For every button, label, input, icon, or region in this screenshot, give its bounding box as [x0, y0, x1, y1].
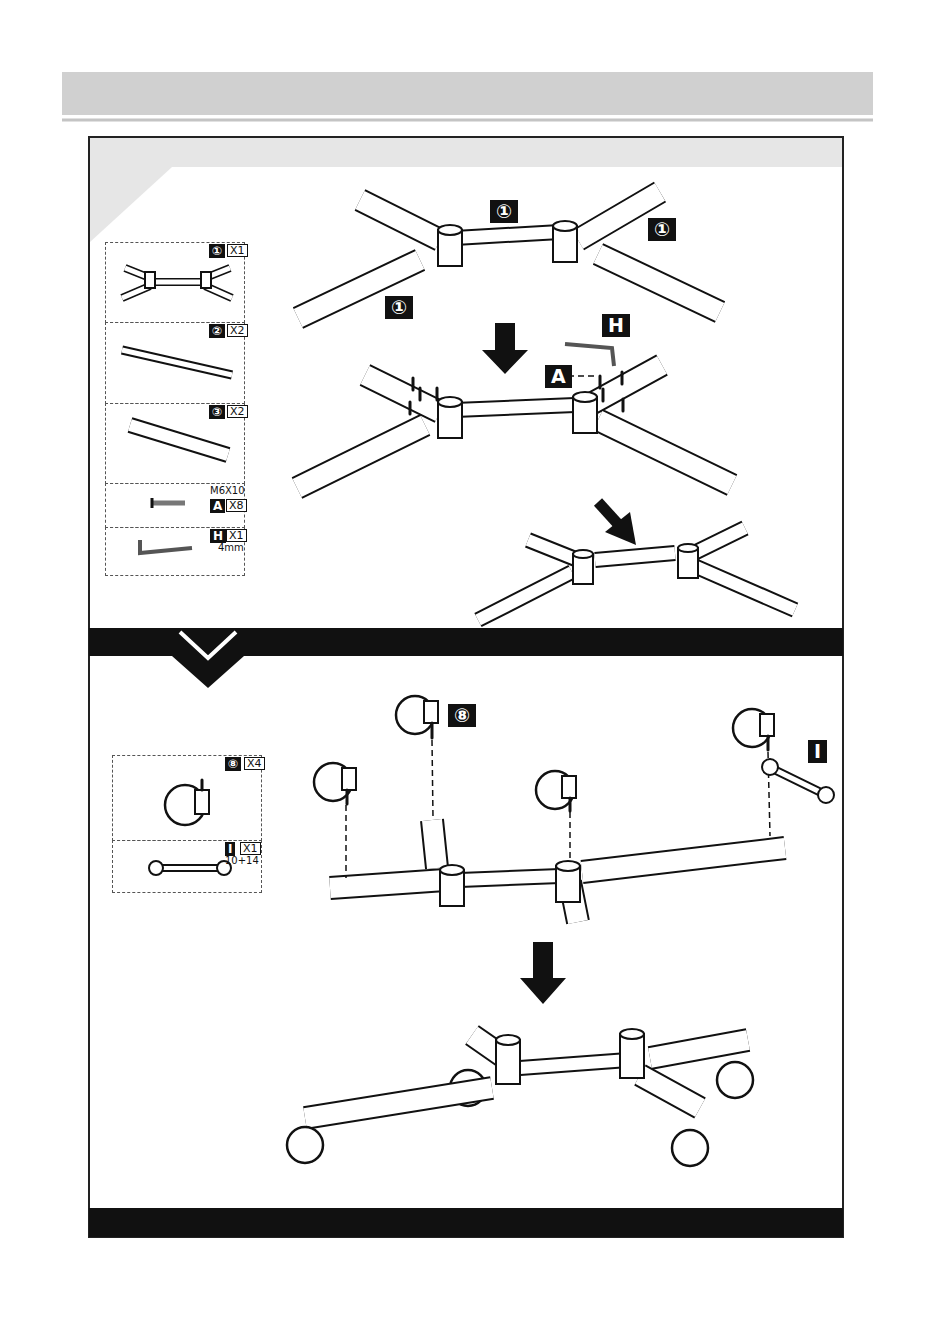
screw-set — [410, 372, 623, 414]
chevron-mark — [180, 632, 236, 658]
quantity-text: M6X10 — [210, 486, 245, 496]
quantity-text: 10+14 — [225, 856, 259, 866]
callout-number: ① — [385, 296, 413, 319]
quantity-text: X1 — [227, 244, 248, 257]
callout-number: ① — [490, 200, 518, 223]
quantity-text: X4 — [244, 757, 265, 770]
caster-set — [314, 696, 774, 878]
hex-key — [565, 344, 614, 366]
part-icon — [122, 268, 232, 875]
quantity-text: X1 — [240, 842, 261, 855]
base-frame — [330, 820, 785, 922]
callout-number: ① — [648, 218, 676, 241]
base-frame — [298, 192, 720, 318]
base-frame — [478, 528, 795, 620]
part-number: H — [210, 529, 226, 543]
quantity-text: X8 — [226, 499, 247, 512]
part-number: I — [225, 842, 235, 856]
part-number: A — [210, 499, 225, 513]
callout-number: H — [602, 314, 630, 337]
part-number: ⑧ — [225, 757, 241, 771]
parts-cell: HX14mm — [105, 527, 245, 576]
base-frame — [297, 344, 732, 488]
leader-line — [568, 375, 598, 377]
step-arrow — [482, 323, 528, 374]
step-arrow — [598, 502, 636, 545]
part-number: ② — [209, 324, 225, 338]
quantity-text: 4mm — [218, 543, 244, 553]
header-rule — [62, 119, 873, 122]
header-bar — [62, 72, 873, 115]
part-number: ③ — [209, 405, 225, 419]
quantity-text: X1 — [226, 529, 247, 542]
part-number: ① — [209, 244, 225, 258]
bottom-band — [89, 1208, 843, 1237]
parts-cell: I X110+14 — [112, 840, 262, 893]
parts-cell: ③X2 — [105, 403, 245, 484]
parts-cell: ①X1 — [105, 242, 245, 323]
wrench — [762, 759, 834, 803]
step-chevron — [172, 656, 244, 688]
page-frame — [89, 137, 843, 1237]
corner-fold — [90, 167, 172, 242]
parts-cell: ②X2 — [105, 322, 245, 404]
callout-number: ⑧ — [448, 704, 476, 727]
quantity-text: X2 — [227, 405, 248, 418]
step-band — [90, 138, 842, 167]
base-frame — [287, 1029, 753, 1166]
callout-number: A — [545, 365, 572, 388]
callout-number: I — [808, 740, 827, 763]
step-arrow — [520, 942, 566, 1004]
parts-cell: ⑧X4 — [112, 755, 262, 841]
parts-cell: M6X10AX8 — [105, 483, 245, 528]
quantity-text: X2 — [227, 324, 248, 337]
